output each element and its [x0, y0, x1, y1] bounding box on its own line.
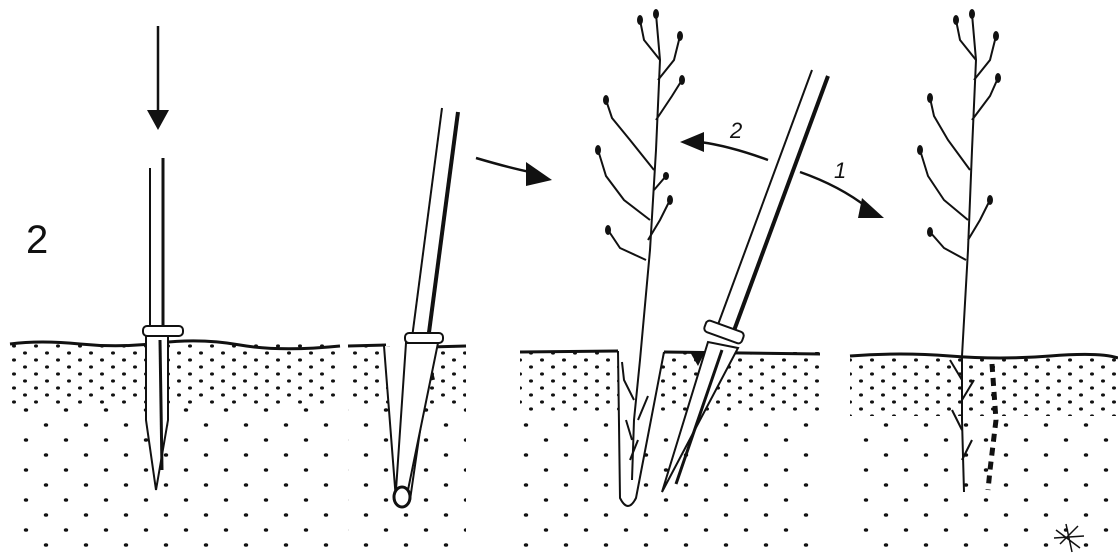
panel-3-seedling-inserted [520, 9, 884, 553]
panel-4-seedling-planted [850, 9, 1118, 553]
curved-arrow-icon [476, 158, 552, 186]
down-arrow-icon [147, 26, 169, 130]
step-label-push-forward: 1 [834, 158, 846, 184]
soil-block-3 [520, 351, 820, 553]
figure-number: 2 [26, 218, 48, 263]
soil-block-1 [10, 341, 340, 553]
step-label-pull-back: 2 [730, 118, 742, 144]
panel-1-bar-pushed [10, 26, 340, 553]
arrow-pull-back-icon [680, 132, 768, 160]
soil-block-4 [850, 354, 1118, 553]
